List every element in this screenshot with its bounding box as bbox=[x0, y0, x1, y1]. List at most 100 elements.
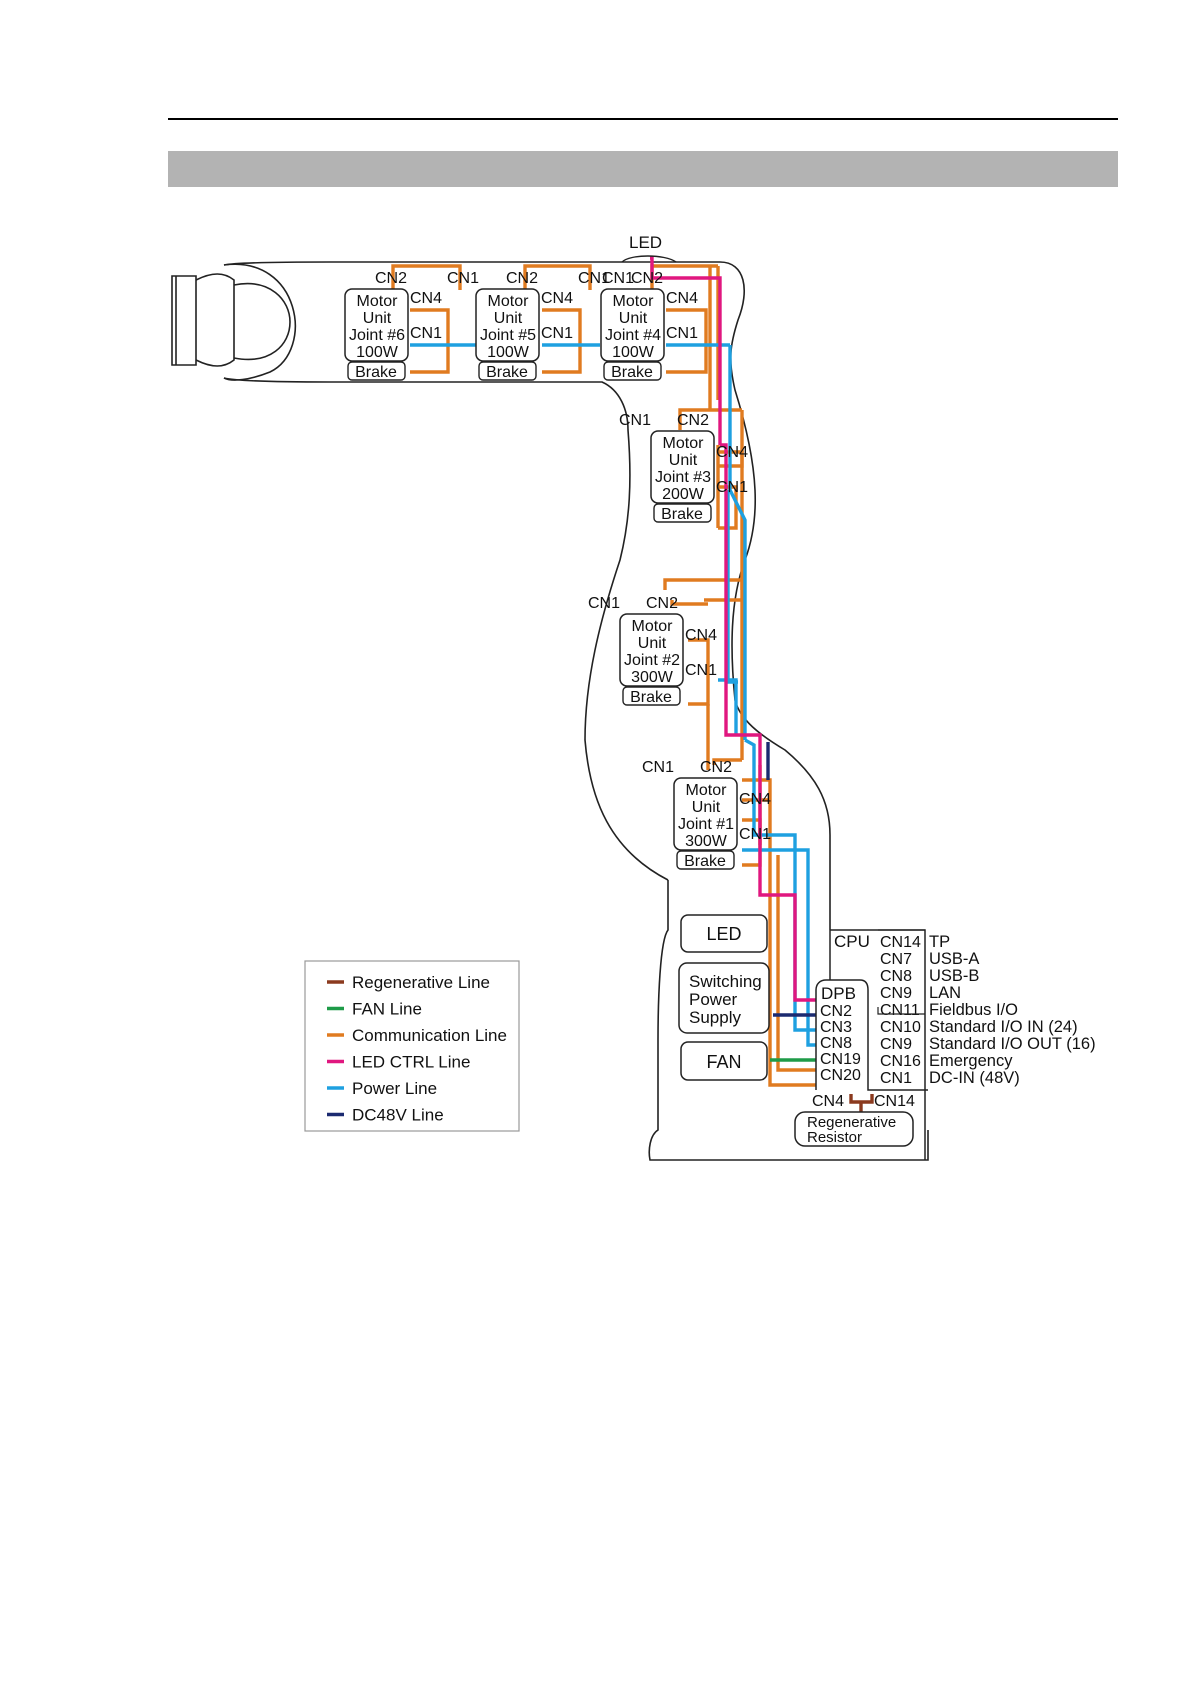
cpu-connector-cn16: CN16 bbox=[880, 1053, 921, 1070]
psu-label-2: Power bbox=[689, 990, 738, 1009]
brake-label: Brake bbox=[355, 364, 397, 381]
legend-label: Power Line bbox=[352, 1079, 437, 1098]
cpu-port-label: USB-A bbox=[929, 950, 979, 968]
dpb-cn2: CN2 bbox=[820, 1003, 852, 1020]
brake-label: Brake bbox=[611, 364, 653, 381]
cpu-port-label: Fieldbus I/O bbox=[929, 1001, 1018, 1019]
cn1-label: CN1 bbox=[685, 662, 717, 679]
cn1-top-label: CN1 bbox=[447, 270, 479, 287]
cpu-port-label: Standard I/O OUT (16) bbox=[929, 1035, 1096, 1053]
cpu-connector-cn1: CN1 bbox=[880, 1070, 912, 1087]
top-led: LED bbox=[621, 233, 677, 263]
legend-label: FAN Line bbox=[352, 1000, 422, 1019]
robot-outline bbox=[171, 261, 929, 1161]
power-rating: 300W bbox=[685, 833, 728, 850]
dpb-cn3: CN3 bbox=[820, 1019, 852, 1036]
cn1-top-label: CN1 bbox=[602, 270, 634, 287]
cn2-label: CN2 bbox=[646, 595, 678, 612]
unit-label: Unit bbox=[494, 310, 523, 327]
cn4-label: CN4 bbox=[685, 627, 717, 644]
brake-label: Brake bbox=[630, 689, 672, 706]
joint-label: Joint #4 bbox=[605, 327, 661, 344]
joint-label: Joint #3 bbox=[655, 469, 711, 486]
cn2-label: CN2 bbox=[677, 412, 709, 429]
legend-label: DC48V Line bbox=[352, 1106, 444, 1125]
regen-cn14: CN14 bbox=[874, 1093, 915, 1110]
regen-cn4: CN4 bbox=[812, 1093, 844, 1110]
brake-label: Brake bbox=[486, 364, 528, 381]
controller-led-box bbox=[680, 914, 768, 953]
cpu-port-label: DC-IN (48V) bbox=[929, 1069, 1020, 1087]
cn1-top-label: CN1 bbox=[588, 595, 620, 612]
cn1-top-label: CN1 bbox=[578, 270, 610, 287]
unit-label: Unit bbox=[638, 635, 667, 652]
cpu-port-label: Emergency bbox=[929, 1052, 1013, 1070]
power-rating: 100W bbox=[612, 344, 655, 361]
header-rule bbox=[168, 118, 1118, 120]
regen-label-1: Regenerative bbox=[807, 1114, 896, 1131]
joint-label: Joint #1 bbox=[678, 816, 734, 833]
wire-lines bbox=[391, 256, 874, 1112]
power-wires bbox=[410, 343, 816, 1047]
cn4-label: CN4 bbox=[716, 444, 748, 461]
cn1-label: CN1 bbox=[739, 826, 771, 843]
regen-label-2: Resistor bbox=[807, 1129, 862, 1146]
legend-label: Regenerative Line bbox=[352, 973, 490, 992]
cn1-label: CN1 bbox=[716, 479, 748, 496]
cn4-label: CN4 bbox=[410, 290, 442, 307]
regenerative-wires bbox=[849, 1094, 874, 1112]
cpu-title: CPU bbox=[834, 932, 870, 951]
cn2-label: CN2 bbox=[506, 270, 538, 287]
cn4-label: CN4 bbox=[666, 290, 698, 307]
cn4-label: CN4 bbox=[541, 290, 573, 307]
cpu-connector-cn11: CN11 bbox=[880, 1002, 920, 1019]
motor-label: Motor bbox=[686, 782, 728, 799]
unit-label: Unit bbox=[363, 310, 392, 327]
cn2-label: CN2 bbox=[700, 759, 732, 776]
cpu-connector-cn10: CN10 bbox=[880, 1019, 921, 1036]
cpu-port-label: USB-B bbox=[929, 967, 979, 985]
controller: LED Switching Power Supply FAN CPU DPB C… bbox=[678, 914, 1096, 1160]
legend-label: LED CTRL Line bbox=[352, 1053, 470, 1072]
motor-label: Motor bbox=[488, 293, 530, 310]
power-rating: 300W bbox=[631, 669, 674, 686]
unit-label: Unit bbox=[619, 310, 648, 327]
motor-label: Motor bbox=[632, 618, 674, 635]
cpu-port-label: TP bbox=[929, 933, 950, 951]
cpu-port-label: Standard I/O IN (24) bbox=[929, 1018, 1078, 1036]
joint-label: Joint #5 bbox=[480, 327, 536, 344]
top-led-label: LED bbox=[629, 233, 662, 252]
power-rating: 200W bbox=[662, 486, 705, 503]
cn1-label: CN1 bbox=[410, 325, 442, 342]
psu-label-1: Switching bbox=[689, 972, 762, 991]
legend-label: Communication Line bbox=[352, 1026, 507, 1045]
motor-label: Motor bbox=[613, 293, 655, 310]
motor-label: Motor bbox=[663, 435, 705, 452]
joint-label: Joint #2 bbox=[624, 652, 680, 669]
controller-led-label: LED bbox=[706, 924, 741, 944]
dc48v-wires bbox=[766, 742, 816, 1017]
cn1-top-label: CN1 bbox=[619, 412, 651, 429]
psu-label-3: Supply bbox=[689, 1008, 741, 1027]
dpb-title: DPB bbox=[821, 984, 856, 1003]
cn2-label: CN2 bbox=[375, 270, 407, 287]
power-rating: 100W bbox=[487, 344, 530, 361]
cn2-label: CN2 bbox=[631, 270, 663, 287]
cn4-label: CN4 bbox=[739, 791, 771, 808]
unit-label: Unit bbox=[692, 799, 721, 816]
switching-power-supply-box bbox=[678, 962, 770, 1034]
led-ctrl-wires bbox=[650, 256, 816, 1002]
section-title-bar bbox=[168, 151, 1118, 187]
unit-label: Unit bbox=[669, 452, 698, 469]
brake-label: Brake bbox=[684, 853, 726, 870]
dpb-cn19: CN19 bbox=[820, 1051, 861, 1068]
cpu-connector-cn8: CN8 bbox=[880, 968, 912, 985]
